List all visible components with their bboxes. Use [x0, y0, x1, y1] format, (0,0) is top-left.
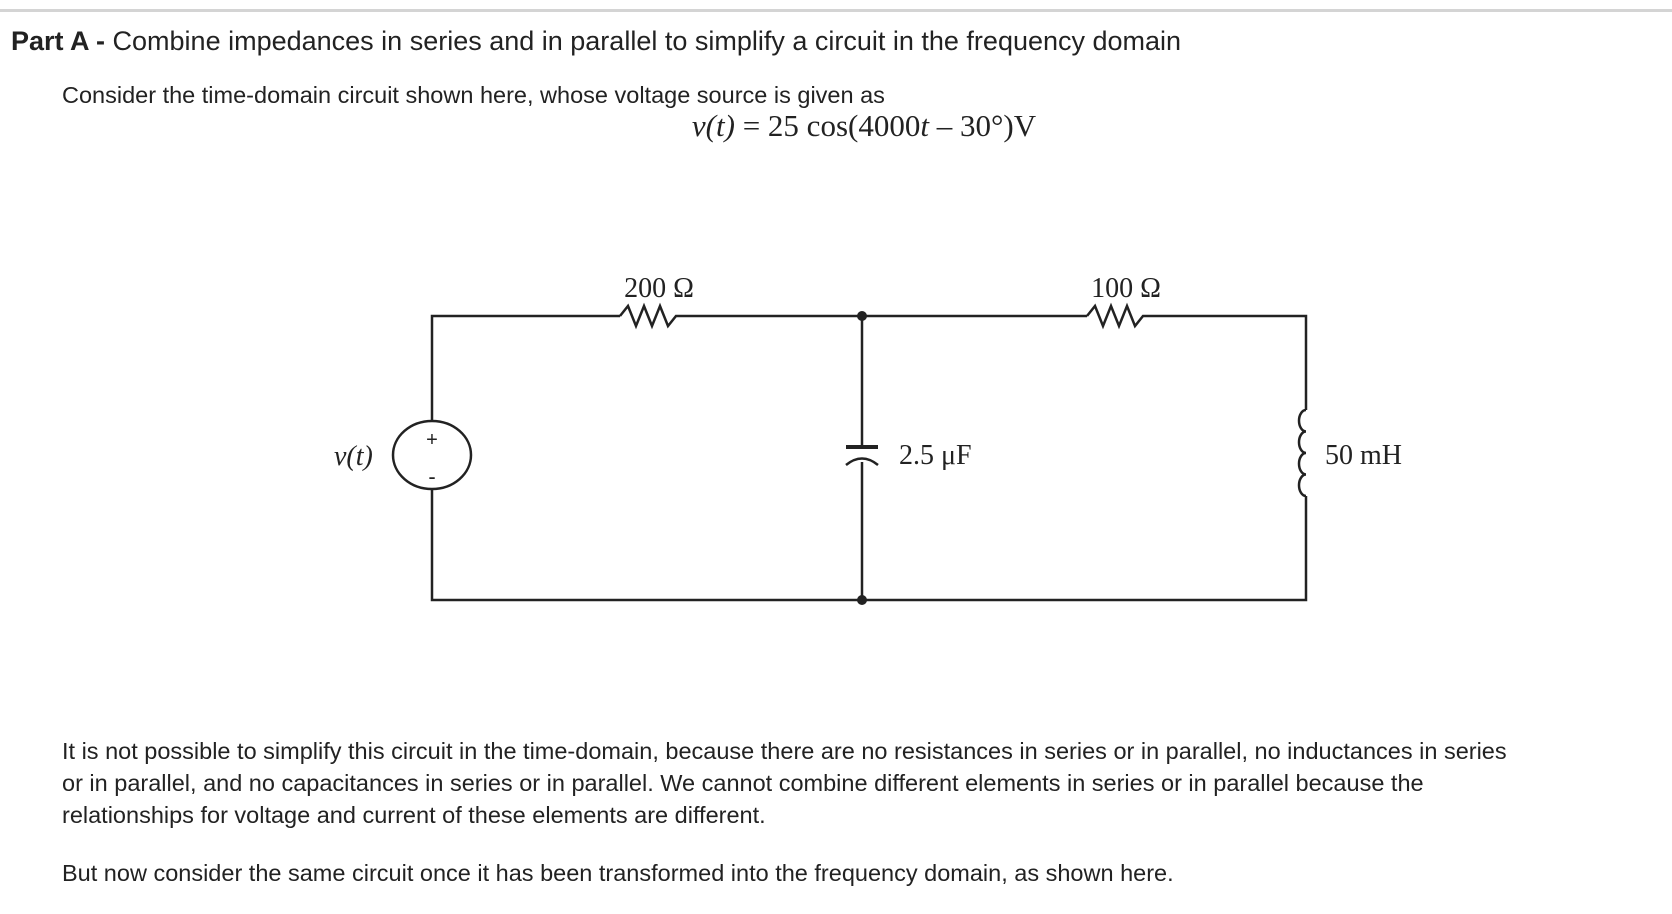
formula-t: t [920, 108, 929, 143]
paragraph-line-1: It is not possible to simplify this circ… [62, 738, 1507, 764]
paragraph-line-3: relationships for voltage and current of… [62, 802, 766, 828]
part-label: Part A [11, 26, 89, 56]
closing-text: But now consider the same circuit once i… [62, 860, 1174, 886]
voltage-formula: v(t) = 25 cos(4000t – 30°)V [0, 108, 1672, 144]
formula-rest: – 30°)V [928, 108, 1037, 143]
plus-sign: + [426, 429, 438, 451]
resistor-100-icon [1086, 302, 1167, 330]
voltage-source-icon [391, 419, 473, 491]
wires [430, 314, 1308, 602]
part-title-text: Combine impedances in series and in para… [112, 26, 1182, 56]
minus-sign: - [428, 464, 435, 489]
r1-label: 200 Ω [624, 273, 694, 304]
top-divider [0, 9, 1672, 12]
paragraph-line-2: or in parallel, and no capacitances in s… [62, 770, 1424, 796]
capacitor-label: 2.5 μF [899, 440, 972, 471]
formula-lhs: v(t) [691, 108, 735, 143]
inductor-icon [1297, 408, 1307, 498]
r2-label: 100 Ω [1091, 273, 1161, 304]
formula-eq: = 25 cos(4000 [734, 108, 921, 143]
node-dot-bottom [857, 595, 867, 605]
resistor-200-icon [619, 302, 700, 330]
node-dot-top [857, 311, 867, 321]
source-label: v(t) [334, 441, 373, 472]
part-title: Part A - Combine impedances in series an… [11, 26, 1181, 57]
part-separator: - [88, 26, 113, 56]
intro-text: Consider the time-domain circuit shown h… [62, 82, 885, 108]
inductor-label: 50 mH [1325, 440, 1402, 471]
capacitor-curve-icon [845, 457, 879, 466]
